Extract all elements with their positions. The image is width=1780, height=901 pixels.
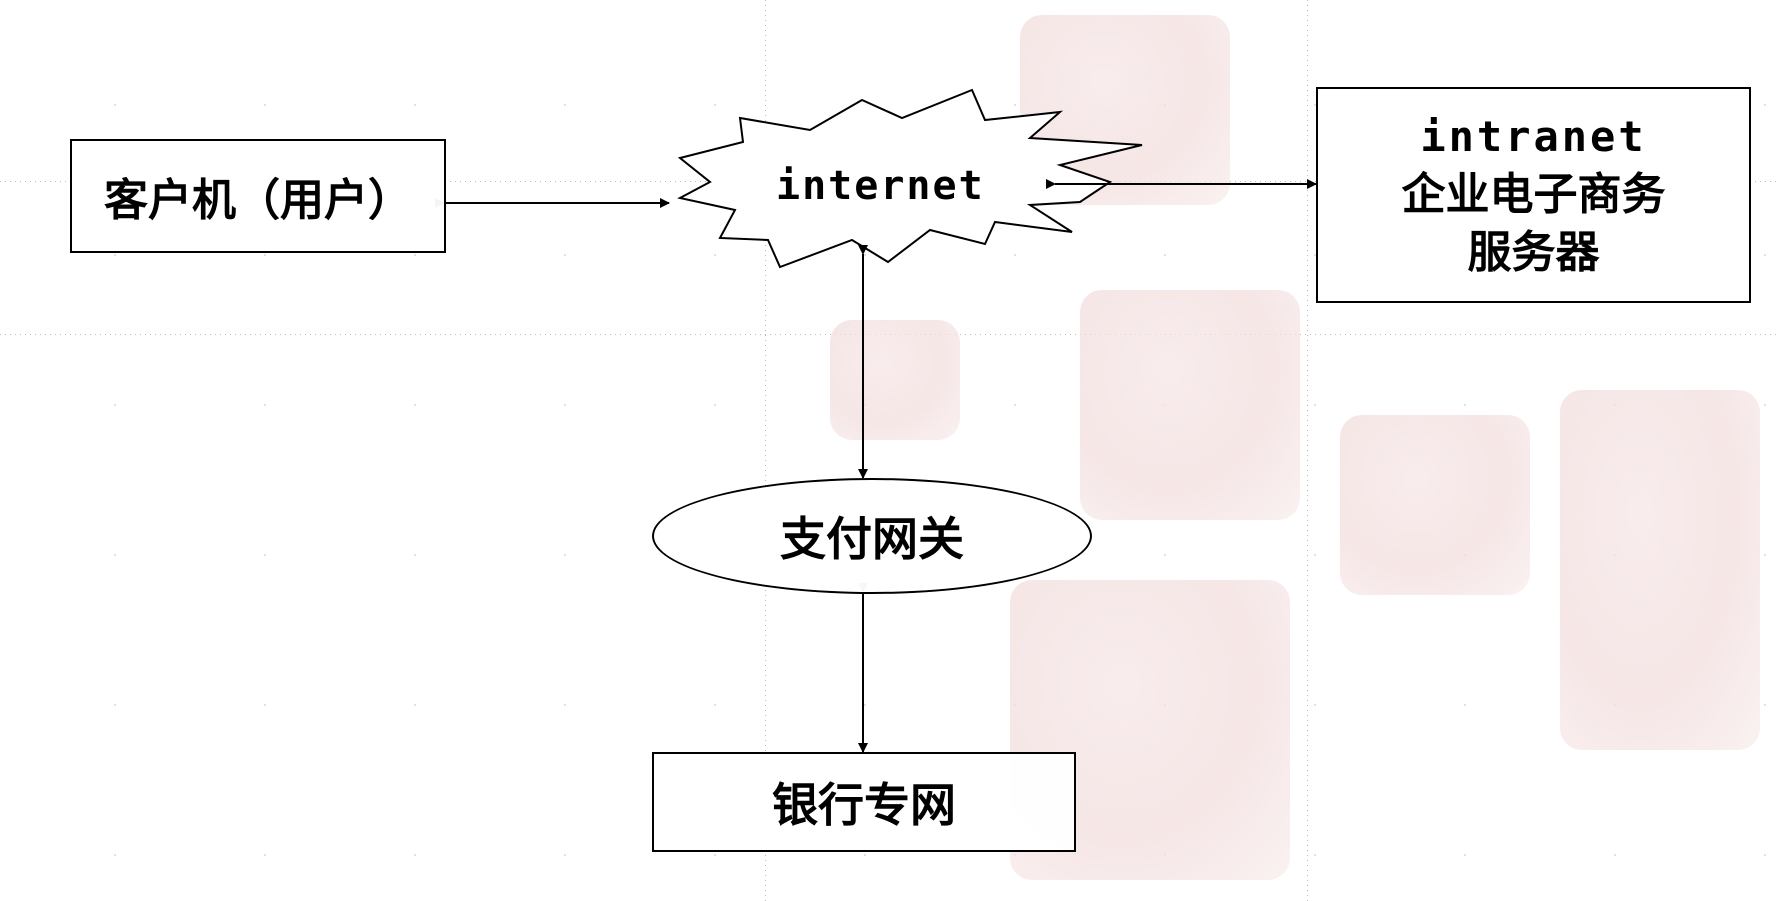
background-decoration: [1340, 415, 1530, 595]
enterprise-server-box: intranet 企业电子商务 服务器: [1316, 87, 1751, 303]
background-decoration: [1560, 390, 1760, 750]
payment-gateway-label: 支付网关: [780, 512, 964, 566]
enterprise-intranet-label: intranet: [1420, 112, 1647, 161]
background-decoration: [830, 320, 960, 440]
client-label: 客户机（用户）: [104, 175, 412, 226]
background-decoration: [1080, 290, 1300, 520]
bank-network-label: 银行专网: [772, 778, 956, 832]
payment-gateway-ellipse: 支付网关: [652, 478, 1092, 594]
enterprise-server-label: 服务器: [1467, 227, 1600, 278]
internet-label: internet: [776, 163, 985, 209]
internet-cloud-shape: [677, 88, 1143, 269]
enterprise-name-label: 企业电子商务: [1401, 169, 1666, 220]
client-box: 客户机（用户）: [70, 139, 446, 253]
bank-network-box: 银行专网: [652, 752, 1076, 852]
